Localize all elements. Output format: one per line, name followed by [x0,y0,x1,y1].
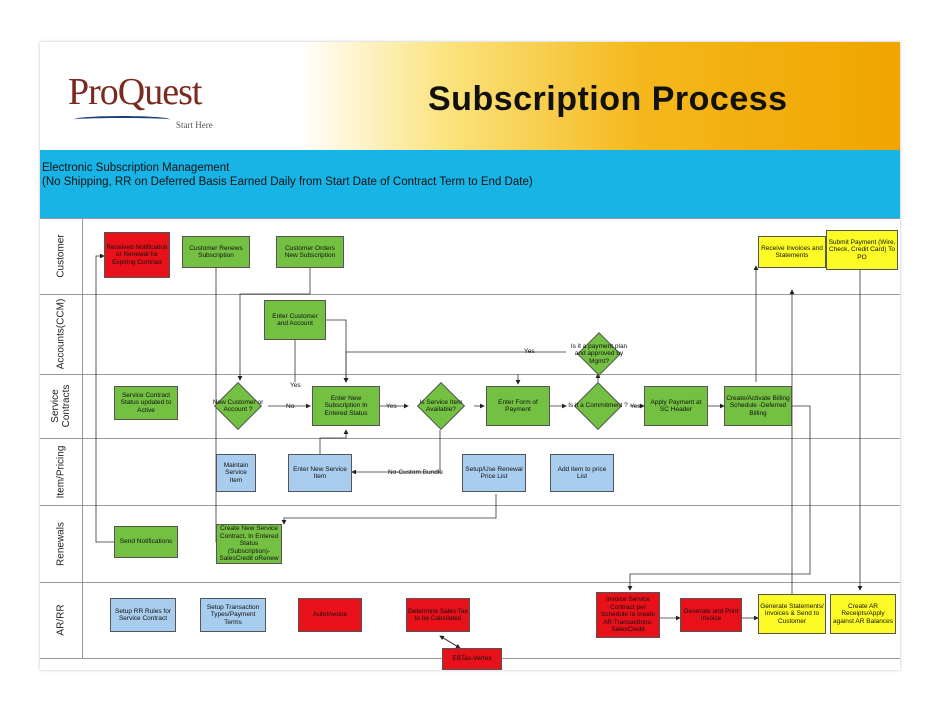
edge-label-yes: Yes [524,348,535,355]
proquest-logo: ProQuest Start Here [68,70,258,140]
node-service-item-decision[interactable]: Is Service Item Available? [408,381,474,431]
edge-label-no-custom-bundle: No-Custom Bundle [388,469,443,476]
node-ebtax-vertex[interactable]: EBTax-Vertex [442,648,502,670]
node-receive-invoices[interactable]: Receive Invoices and Statements [758,236,826,268]
lane-label-accounts: Accounts(CCM) [55,298,67,370]
node-customer-orders[interactable]: Customer Orders New Subscription [276,236,344,268]
logo-swoosh-icon [74,116,170,123]
lane-label-service-contracts: Service Contracts [50,384,72,428]
edge-label-yes: Yes [290,382,301,389]
edge-label-yes: Yes [630,403,641,410]
node-maintain-service-item[interactable]: Maintain Service Item [216,454,256,492]
node-create-service-contract[interactable]: Create New Service Contract, In Entered … [216,524,282,564]
node-generate-print-invoice[interactable]: Generate and Print Invoice [680,598,742,632]
node-enter-form-payment[interactable]: Enter Form of Payment [486,386,550,426]
lane-label-item-pricing: Item/Pricing [55,445,67,499]
lane-divider [40,438,900,439]
lane-divider [40,218,900,219]
lane-label-ar-rr: AR/RR [55,604,67,636]
lane-divider [40,374,900,375]
decision-text: New Customer or Account ? [212,398,264,414]
lane-label-column [40,218,83,658]
node-determine-sales-tax[interactable]: Determine Sales Tax to be Calculated [406,598,470,632]
lane-divider [40,294,900,295]
decision-text: Is it a Commitment ? [568,402,628,410]
node-payment-plan-decision[interactable]: Is it a payment plan and approved by Mgm… [566,332,632,376]
lane-divider [40,582,900,583]
lane-label-customer: Customer [55,234,67,278]
page-title: Subscription Process [428,80,788,118]
node-setup-transaction[interactable]: Setup Transaction Types/Payment Terms [200,598,266,632]
node-enter-customer[interactable]: Enter Customer and Account [264,300,326,340]
node-new-customer-decision[interactable]: New Customer or Account ? [204,381,272,431]
header: ProQuest Start Here Subscription Process [40,42,900,150]
banner-line-2: (No Shipping, RR on Deferred Basis Earne… [42,176,533,188]
subtitle-banner: Electronic Subscription Management (No S… [40,150,900,218]
decision-text: Is it a payment plan and approved by Mgm… [570,342,628,365]
node-enter-subscription[interactable]: Enter New Subscription In Entered Status [312,386,380,426]
node-send-notifications[interactable]: Send Notifications [114,526,178,558]
edge-label-yes: Yes [386,403,397,410]
lane-label-renewals: Renewals [55,522,67,566]
node-invoice-service-contract[interactable]: Invoice Service Contract per Schedule to… [596,592,660,638]
node-generate-statements[interactable]: Generate Statements/ Invoices & Send to … [758,594,826,634]
node-customer-renews[interactable]: Customer Renews Subscription [182,236,250,268]
node-submit-payment[interactable]: Submit Payment (Wire, Check, Credit Card… [826,230,898,270]
node-apply-payment[interactable]: Apply Payment at SC Header [644,386,708,426]
node-sc-status[interactable]: Service Contract Status updated to Activ… [114,386,178,420]
node-create-billing[interactable]: Create/Activate Billing Schedule -Deferr… [724,386,792,426]
lane-divider [40,505,900,506]
edge-label-no: No [286,403,295,410]
decision-text: Is Service Item Available? [419,398,463,414]
logo-tagline: Start Here [176,120,213,130]
node-add-item-price[interactable]: Add item to price List [550,454,614,492]
node-commitment-decision[interactable]: Is it a Commitment ? [566,381,630,431]
node-received-notification[interactable]: Received Notification or Renewal for Exp… [104,232,170,278]
node-enter-service-item[interactable]: Enter New Service Item [288,454,352,492]
node-setup-price-list[interactable]: Setup/Use Renewal Price List [462,454,526,492]
node-setup-rr-rules[interactable]: Setup RR Rules for Service Contract [110,598,176,632]
logo-text: ProQuest [68,71,202,113]
banner-line-1: Electronic Subscription Management [42,162,230,174]
slide: ProQuest Start Here Subscription Process… [40,42,900,670]
node-create-ar-receipts[interactable]: Create AR Receipts/Apply against AR Bala… [830,594,896,634]
node-autoinvoice[interactable]: AutoInvoice [298,598,362,632]
